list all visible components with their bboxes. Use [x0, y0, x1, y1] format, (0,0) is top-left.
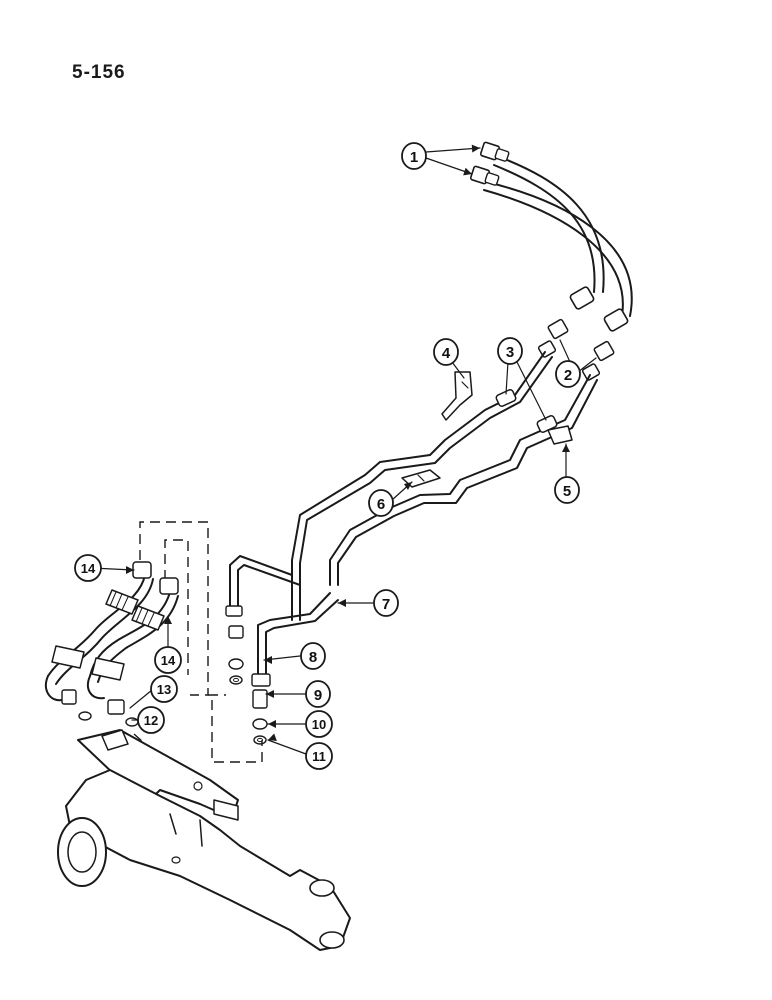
svg-text:11: 11 [312, 749, 326, 764]
svg-text:2: 2 [564, 367, 572, 384]
hose-end-fitting-upper [469, 141, 510, 186]
hoses [469, 141, 633, 332]
clip-bracket-4 [441, 371, 473, 421]
tube-sleeves [495, 388, 558, 434]
callout-5: 5 [554, 476, 580, 504]
svg-text:5: 5 [563, 483, 571, 500]
clip-bracket-5 [547, 425, 573, 445]
callout-14-lower: 14 [154, 646, 182, 674]
hose-end-fitting-lower [569, 286, 629, 332]
callout-3: 3 [497, 337, 523, 365]
svg-text:4: 4 [442, 345, 451, 362]
hose-ferrule-14b [131, 605, 165, 631]
callout-6: 6 [368, 489, 394, 517]
page-number: 5-156 [72, 62, 126, 83]
callout-13: 13 [150, 675, 178, 703]
hose-assemblies-left [44, 561, 179, 727]
svg-text:1: 1 [410, 149, 418, 166]
svg-text:6: 6 [377, 496, 385, 513]
svg-text:9: 9 [314, 687, 322, 704]
svg-text:14: 14 [161, 653, 176, 668]
svg-text:7: 7 [382, 596, 390, 613]
leader-arrowheads [126, 144, 570, 742]
callout-8: 8 [300, 642, 326, 670]
adapters [537, 318, 615, 381]
svg-text:12: 12 [144, 713, 158, 728]
callout-12: 12 [137, 706, 165, 734]
svg-text:14: 14 [81, 561, 96, 576]
svg-text:8: 8 [309, 649, 317, 666]
svg-text:13: 13 [157, 682, 171, 697]
steel-tubes [229, 351, 598, 681]
fitting-stack-center [225, 605, 271, 745]
callout-11: 11 [305, 742, 333, 770]
callout-1: 1 [401, 142, 427, 170]
svg-text:3: 3 [506, 344, 514, 361]
callout-10: 10 [305, 710, 333, 738]
callout-9: 9 [305, 680, 331, 708]
svg-text:10: 10 [312, 717, 326, 732]
axle-housing [57, 729, 351, 951]
callout-7: 7 [373, 589, 399, 617]
callout-14-upper: 14 [74, 554, 102, 582]
callout-2: 2 [555, 360, 581, 388]
callout-4: 4 [433, 338, 459, 366]
hose-ferrule-14a [105, 589, 139, 615]
